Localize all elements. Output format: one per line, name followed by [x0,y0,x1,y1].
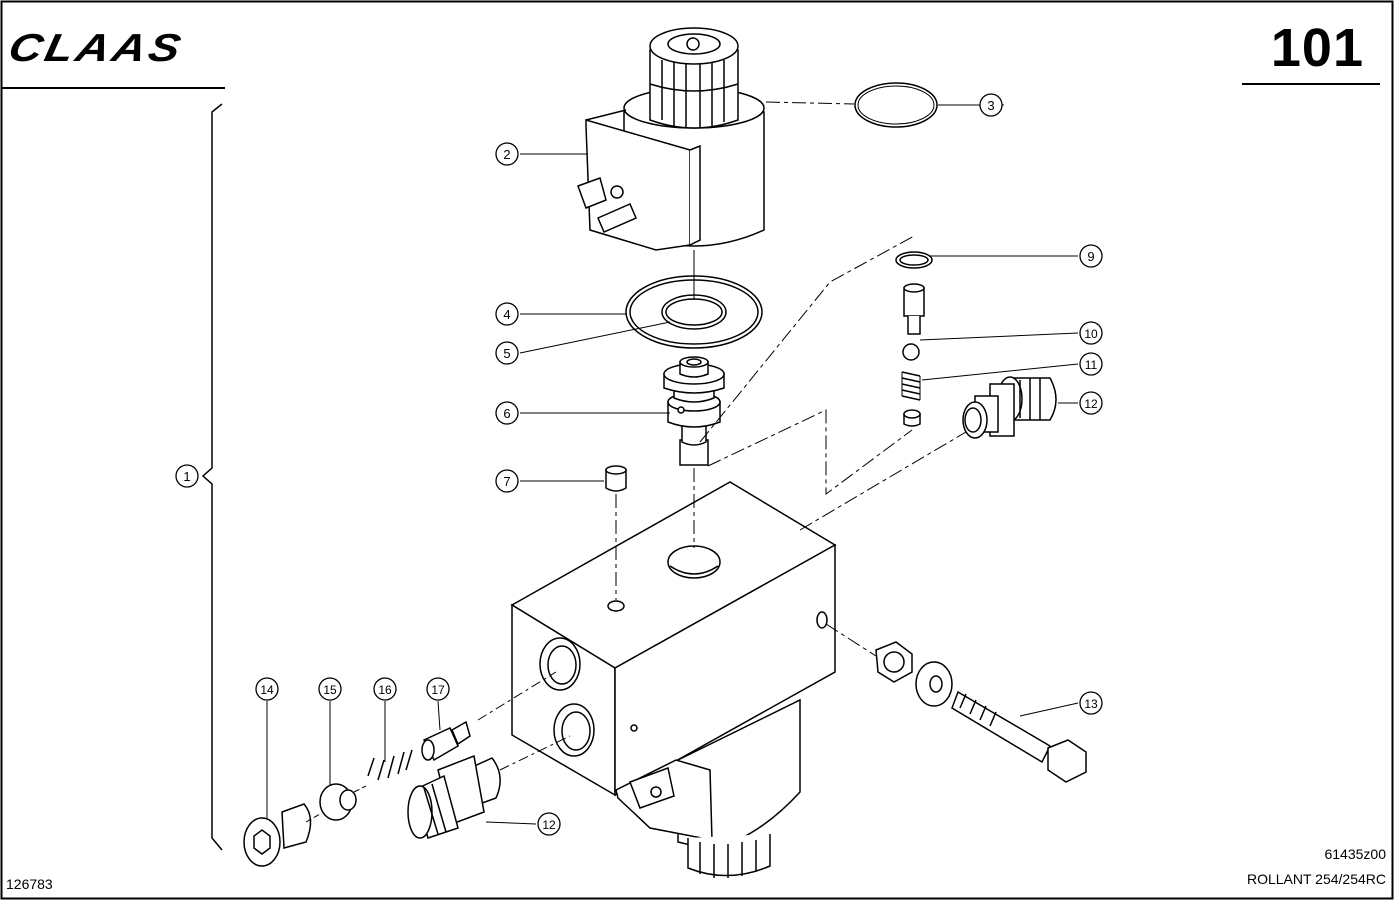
model-name: ROLLANT 254/254RC [1246,871,1386,887]
plug-assembly [243,720,471,867]
callout-label-3: 3 [987,98,994,113]
callouts: 1 2 3 4 5 6 7 9 10 11 12 12 13 14 15 16 … [175,93,1103,836]
page-number: 101 [1270,18,1364,78]
callout-label-12-bottom: 12 [542,818,556,832]
callout-label-4: 4 [503,307,510,322]
screw-assembly [875,641,1087,783]
callout-7: 7 [495,469,519,493]
fitting-12-bottom [407,754,501,839]
brand-logo: CLAAS [4,25,188,70]
callout-label-12-right: 12 [1084,397,1098,411]
callout-17: 17 [426,677,450,701]
callout-4: 4 [495,302,519,326]
callout-label-1: 1 [183,469,190,484]
callout-16: 16 [373,677,397,701]
callout-label-10: 10 [1084,327,1098,341]
assembly-bracket [201,103,223,851]
callout-label-15: 15 [323,683,337,697]
leader-lines [266,101,1079,825]
o-ring-3 [854,82,938,128]
solenoid-coil [577,27,765,251]
callout-label-9: 9 [1087,249,1094,264]
callout-3: 3 [979,93,1003,117]
callout-14: 14 [255,677,279,701]
callout-label-16: 16 [378,683,392,697]
callout-label-17: 17 [431,683,445,697]
callout-label-2: 2 [503,147,510,162]
callout-label-6: 6 [503,406,510,421]
callout-15: 15 [318,677,342,701]
doc-number: 126783 [6,876,53,892]
callout-12-right: 12 [1079,391,1103,415]
callout-9: 9 [1079,244,1103,268]
valve-block [510,481,837,878]
callout-label-5: 5 [503,346,510,361]
o-ring-3-inner [857,85,935,125]
valve-cartridge [663,356,725,466]
check-valve-parts [895,251,933,427]
fitting-12-right [962,376,1057,439]
callout-1: 1 [175,464,199,488]
callout-10: 10 [1079,321,1103,345]
callout-label-11: 11 [1085,358,1098,372]
callout-label-7: 7 [503,474,510,489]
drawing-code: 61435z00 [1324,846,1386,862]
callout-6: 6 [495,401,519,425]
sleeve [605,465,627,492]
callout-2: 2 [495,142,519,166]
callout-5: 5 [495,341,519,365]
callout-label-14: 14 [260,683,274,697]
callout-12-bottom: 12 [537,812,561,836]
callout-label-13: 13 [1084,697,1098,711]
callout-13: 13 [1079,691,1103,715]
callout-11: 11 [1079,352,1103,376]
